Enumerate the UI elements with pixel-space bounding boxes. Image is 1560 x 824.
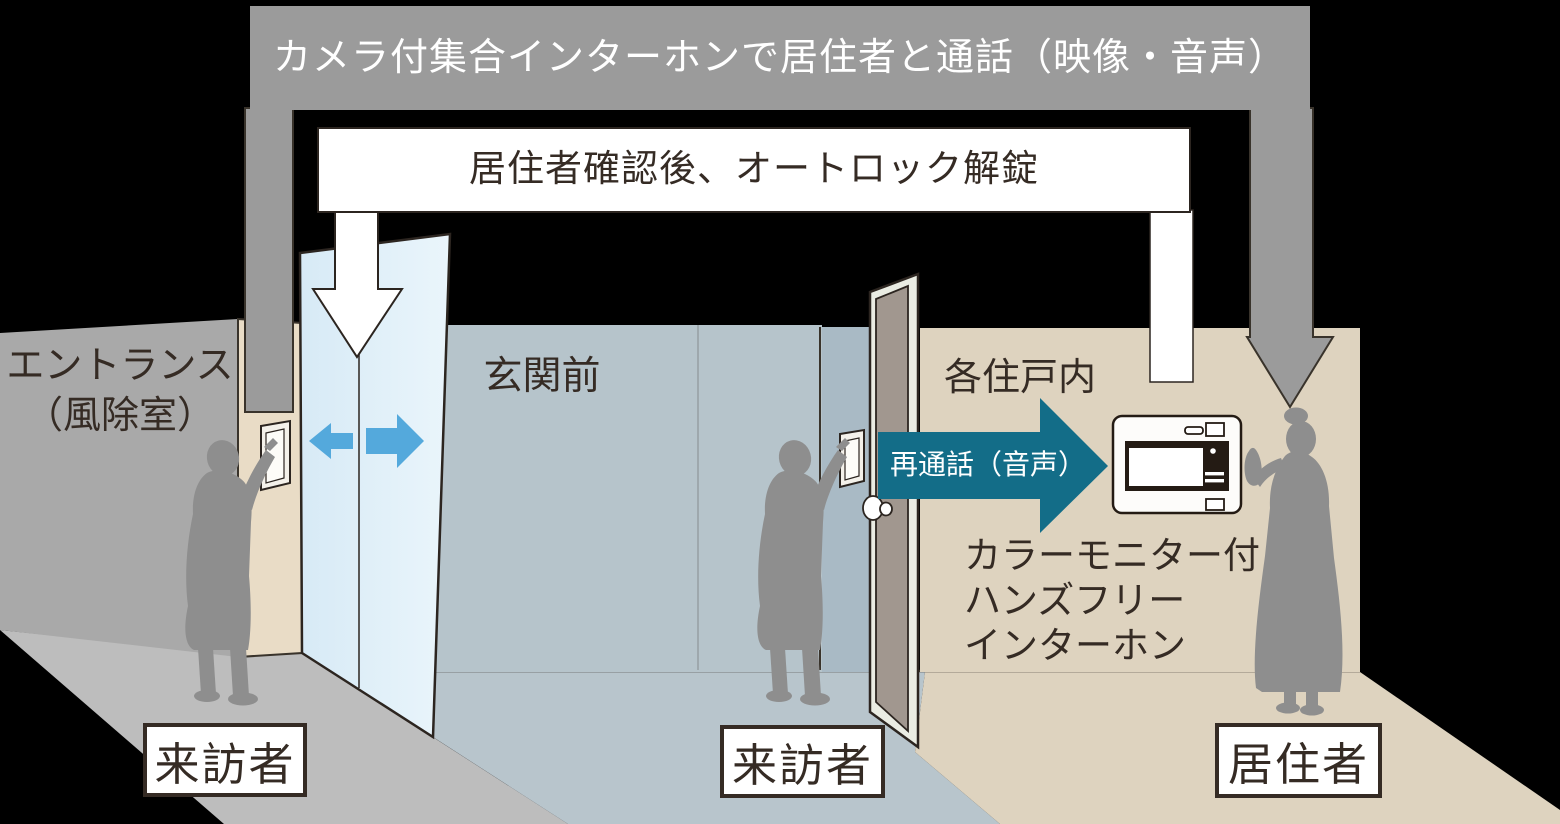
resident-head xyxy=(1286,421,1316,457)
entrance-wall xyxy=(0,319,238,657)
monitor-caption-line2: ハンズフリー xyxy=(964,581,1186,622)
monitor-caption-line3: インターホン xyxy=(964,626,1186,667)
monitor-slot xyxy=(1184,426,1204,435)
visitor-label-genkan: 来訪者 xyxy=(720,725,885,798)
entrance-area-label: エントランス （風除室） xyxy=(0,341,240,441)
resident-label: 居住者 xyxy=(1215,723,1382,798)
gray-flow-left-leg xyxy=(244,107,294,413)
recall-arrow-label: 再通話（音声） xyxy=(889,450,1086,481)
entrance-intercom-panel[interactable] xyxy=(260,419,291,492)
monitor-screen xyxy=(1129,448,1203,486)
monitor-speaker-line xyxy=(1205,479,1224,483)
entrance-area-label-line2: （風除室） xyxy=(24,395,215,437)
unit-area-label: 各住戸内 xyxy=(943,357,1096,399)
monitor-speaker-line xyxy=(1205,472,1224,476)
monitor-led xyxy=(1210,448,1216,454)
white-down-arrow-icon xyxy=(311,209,404,359)
recall-arrow-icon xyxy=(878,398,1108,533)
entry-door xyxy=(862,272,920,750)
entrance-area-label-line1: エントランス xyxy=(6,345,234,387)
resident-silhouette xyxy=(1244,407,1343,716)
white-flow-arrow xyxy=(311,127,1194,383)
monitor-bottom-button xyxy=(1205,498,1225,511)
white-flow-banner xyxy=(317,127,1191,213)
visitor-label-entrance: 来訪者 xyxy=(143,723,307,797)
monitor-device[interactable] xyxy=(1111,414,1243,515)
top-banner-text: カメラ付集合インターホンで居住者と通話（映像・音声） xyxy=(272,37,1287,79)
genkan-wall xyxy=(432,325,822,672)
monitor-caption: カラーモニター付 ハンズフリー インターホン xyxy=(964,534,1260,669)
door-reveal-wall xyxy=(822,327,872,672)
gray-flow-down-arrow-icon xyxy=(1245,107,1335,409)
door-open-right-arrow-icon xyxy=(366,414,424,468)
door-open-left-arrow-icon xyxy=(309,423,353,459)
monitor-top-button xyxy=(1205,422,1225,437)
gray-flow-banner xyxy=(250,6,1310,110)
door-knob-nub xyxy=(879,501,893,517)
unlock-banner-text: 居住者確認後、オートロック解錠 xyxy=(469,149,1039,190)
gray-flow-arrow xyxy=(244,6,1335,413)
monitor-caption-line1: カラーモニター付 xyxy=(964,536,1260,577)
door-open-arrows xyxy=(309,414,424,468)
resident-hair-bun xyxy=(1284,407,1308,425)
genkan-area-label: 玄関前 xyxy=(483,355,601,398)
white-flow-right-leg xyxy=(1149,209,1194,383)
